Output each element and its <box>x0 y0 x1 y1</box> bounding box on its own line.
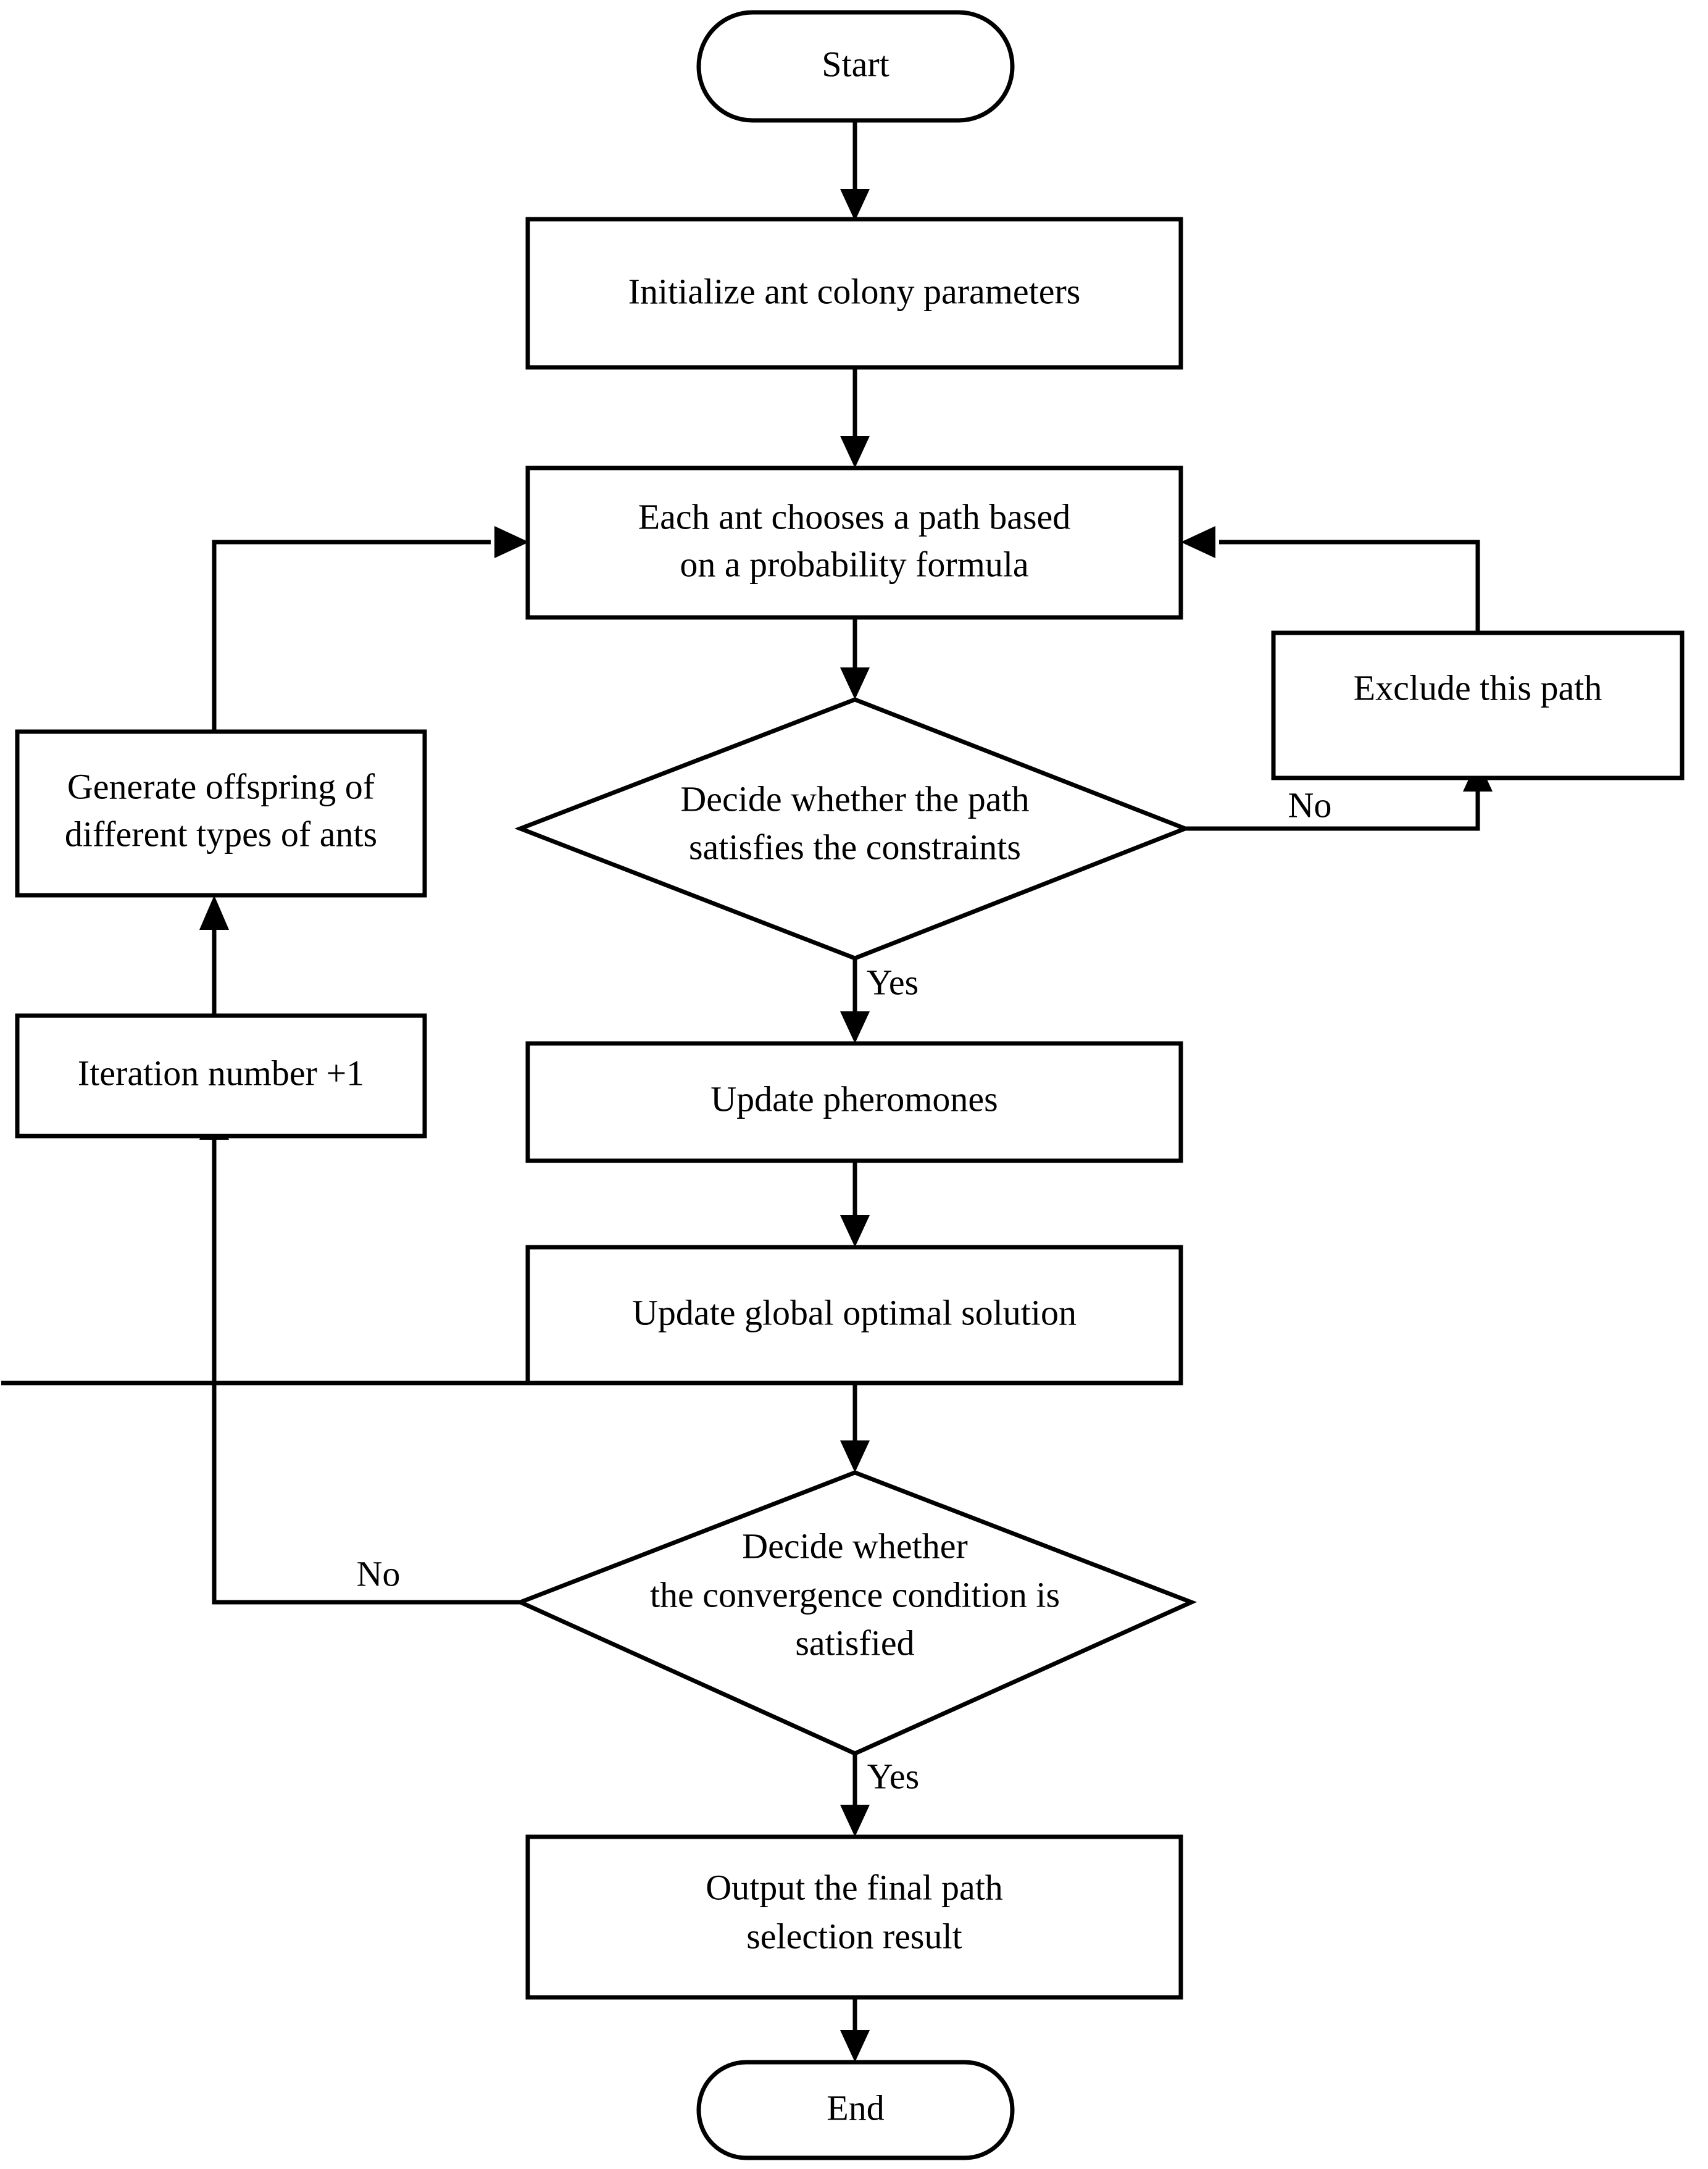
edge-start-to-init <box>840 120 870 221</box>
arrowhead-icon <box>840 189 870 221</box>
edge-global-to-decide-convergence <box>1 1381 870 1473</box>
node-output-result[interactable]: Output the final path selection result <box>525 1834 1183 2000</box>
edge-label-convergence-no: No <box>357 1553 401 1594</box>
node-decide-convergence[interactable]: Decide whether the convergence condition… <box>514 1470 1198 1756</box>
edge-exclude-to-choose <box>1181 526 1480 633</box>
node-decide-constraints-label-line1: Decide whether the path <box>680 779 1029 819</box>
edge-generate-to-choose <box>212 526 529 732</box>
edge-label-constraints-no: No <box>1288 785 1332 825</box>
node-decide-constraints[interactable]: Decide whether the path satisfies the co… <box>514 697 1191 961</box>
edge-label-constraints-yes: Yes <box>867 962 919 1002</box>
edge-iteration-to-generate <box>199 895 229 1016</box>
edge-init-to-choose <box>840 367 870 468</box>
arrowhead-icon <box>840 436 870 468</box>
arrowhead-icon <box>840 1011 870 1043</box>
edge-choose-to-decide-constraints <box>840 617 870 700</box>
node-decide-convergence-label-line1: Decide whether <box>742 1526 968 1566</box>
node-iteration-number[interactable]: Iteration number +1 <box>15 1013 427 1139</box>
node-decide-constraints-label-line2: satisfies the constraints <box>689 827 1021 867</box>
edge-decide-convergence-no-to-iteration <box>199 1105 520 1605</box>
node-initialize-parameters-label: Initialize ant colony parameters <box>628 271 1081 311</box>
arrowhead-icon <box>840 1215 870 1247</box>
node-end-label: End <box>827 2088 884 2128</box>
node-exclude-path-label: Exclude this path <box>1354 667 1602 708</box>
node-exclude-path[interactable]: Exclude this path <box>1271 630 1685 780</box>
node-end[interactable]: End <box>696 2060 1015 2160</box>
edge-output-to-end <box>840 1997 870 2062</box>
node-generate-offspring-label-line1: Generate offspring of <box>67 766 375 806</box>
arrowhead-icon <box>840 2030 870 2062</box>
edge-decide-constraints-yes-to-pheromones <box>840 958 870 1043</box>
node-initialize-parameters[interactable]: Initialize ant colony parameters <box>525 217 1183 370</box>
node-decide-convergence-label-line3: satisfied <box>795 1623 914 1663</box>
node-update-pheromones-label: Update pheromones <box>710 1079 998 1119</box>
node-choose-path-label-line1: Each ant chooses a path based <box>638 496 1071 537</box>
node-decide-convergence-label-line2: the convergence condition is <box>650 1574 1060 1615</box>
node-output-result-label-line1: Output the final path <box>706 1867 1003 1907</box>
node-update-global-optimal[interactable]: Update global optimal solution <box>525 1245 1183 1385</box>
arrowhead-icon <box>840 1805 870 1837</box>
node-iteration-number-label: Iteration number +1 <box>78 1053 364 1093</box>
node-update-global-optimal-label: Update global optimal solution <box>632 1292 1077 1332</box>
arrowhead-icon <box>199 895 229 930</box>
node-choose-path-label-line2: on a probability formula <box>680 544 1028 584</box>
arrowhead-icon <box>494 526 529 558</box>
arrowhead-icon <box>1181 526 1215 558</box>
node-choose-path[interactable]: Each ant chooses a path based on a proba… <box>525 466 1183 620</box>
edge-decide-convergence-yes-to-output <box>840 1753 870 1837</box>
node-start[interactable]: Start <box>696 10 1015 123</box>
edge-label-convergence-yes: Yes <box>867 1756 919 1796</box>
node-start-label: Start <box>822 44 889 84</box>
node-generate-offspring[interactable]: Generate offspring of different types of… <box>15 729 427 898</box>
node-generate-offspring-label-line2: different types of ants <box>65 814 377 854</box>
node-update-pheromones[interactable]: Update pheromones <box>525 1041 1183 1163</box>
edge-pheromones-to-global <box>840 1161 870 1247</box>
arrowhead-icon <box>840 667 870 700</box>
node-output-result-label-line2: selection result <box>746 1916 962 1956</box>
arrowhead-icon <box>840 1440 870 1473</box>
